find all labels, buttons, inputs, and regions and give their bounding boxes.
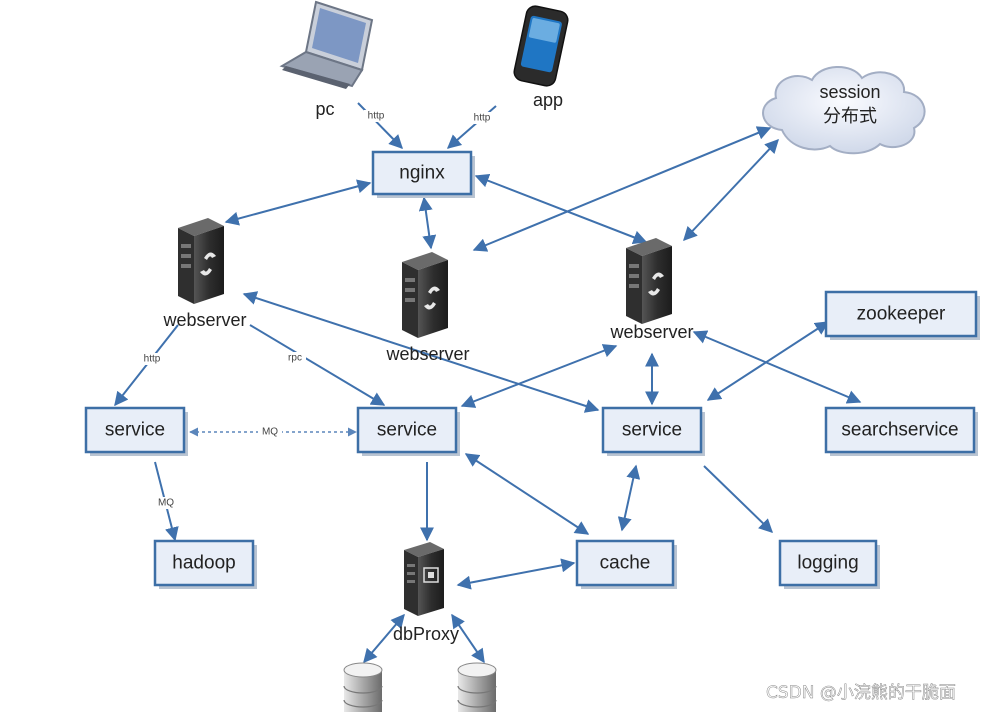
edge-label-ws-rpc: rpc bbox=[288, 353, 302, 364]
zookeeper-box: zookeeper bbox=[824, 290, 980, 340]
edge-nginx-webserver-middle bbox=[418, 196, 437, 250]
edge-zookeeper-service-right bbox=[706, 321, 830, 401]
service-left-label: service bbox=[105, 420, 165, 441]
database-icon bbox=[457, 662, 497, 712]
searchservice-label: searchservice bbox=[841, 420, 958, 441]
webserver-middle-label: webserver bbox=[385, 344, 469, 364]
nginx-box: nginx bbox=[371, 150, 475, 198]
zookeeper-label: zookeeper bbox=[857, 304, 946, 325]
cache-box: cache bbox=[575, 539, 677, 589]
service-right-box: service bbox=[601, 406, 705, 456]
edge-service-right-cache bbox=[617, 464, 641, 532]
pc-label: pc bbox=[315, 99, 334, 119]
nginx-label: nginx bbox=[399, 163, 445, 184]
edge-label-pc-http: http bbox=[368, 111, 385, 122]
edge-label-mq: MQ bbox=[262, 427, 278, 438]
service-right-label: service bbox=[622, 420, 682, 441]
server-icon bbox=[178, 218, 224, 304]
database-icon bbox=[343, 662, 383, 712]
hadoop-label: hadoop bbox=[172, 553, 235, 574]
cache-label: cache bbox=[600, 553, 651, 574]
server-icon bbox=[402, 252, 448, 338]
edge-webserver-left-service-middle bbox=[249, 324, 386, 406]
webserver-left-label: webserver bbox=[162, 310, 246, 330]
edge-service-right-logging bbox=[703, 465, 774, 533]
edge-nginx-webserver-right bbox=[474, 174, 648, 244]
db-proxy-server-icon bbox=[404, 542, 444, 616]
session-sublabel: 分布式 bbox=[823, 106, 877, 126]
server-icon bbox=[626, 238, 672, 324]
phone-icon bbox=[513, 5, 569, 87]
edge-labels: http http http rpc MQ MQ bbox=[140, 110, 494, 509]
service-middle-label: service bbox=[377, 420, 437, 441]
dbproxy-label: dbProxy bbox=[393, 624, 459, 644]
session-cloud: session 分布式 bbox=[762, 65, 926, 155]
hadoop-box: hadoop bbox=[153, 539, 257, 589]
edge-label-app-http: http bbox=[474, 113, 491, 124]
edge-dbproxy-db-right bbox=[451, 613, 485, 664]
edge-label-hadoop-mq: MQ bbox=[158, 498, 174, 509]
edge-webserver-right-service-middle bbox=[460, 344, 618, 408]
edge-nginx-webserver-left bbox=[224, 179, 372, 226]
edge-service-middle-cache bbox=[464, 453, 590, 535]
webserver-right-label: webserver bbox=[609, 322, 693, 342]
edge-session-webserver-right bbox=[683, 138, 779, 242]
edge-label-ws-http: http bbox=[144, 354, 161, 365]
searchservice-box: searchservice bbox=[824, 406, 978, 456]
app-label: app bbox=[533, 90, 563, 110]
logging-label: logging bbox=[797, 553, 858, 574]
edge-webserver-right-searchservice bbox=[692, 330, 862, 404]
logging-box: logging bbox=[778, 539, 880, 589]
session-label: session bbox=[819, 82, 880, 102]
watermark: CSDN @小浣熊的干脆面 bbox=[766, 683, 956, 703]
service-middle-box: service bbox=[356, 406, 460, 456]
edge-dbproxy-db-left bbox=[363, 613, 405, 664]
service-left-box: service bbox=[84, 406, 188, 456]
edge-cache-dbproxy bbox=[456, 558, 576, 590]
laptop-icon bbox=[279, 0, 374, 89]
edges bbox=[114, 102, 862, 664]
